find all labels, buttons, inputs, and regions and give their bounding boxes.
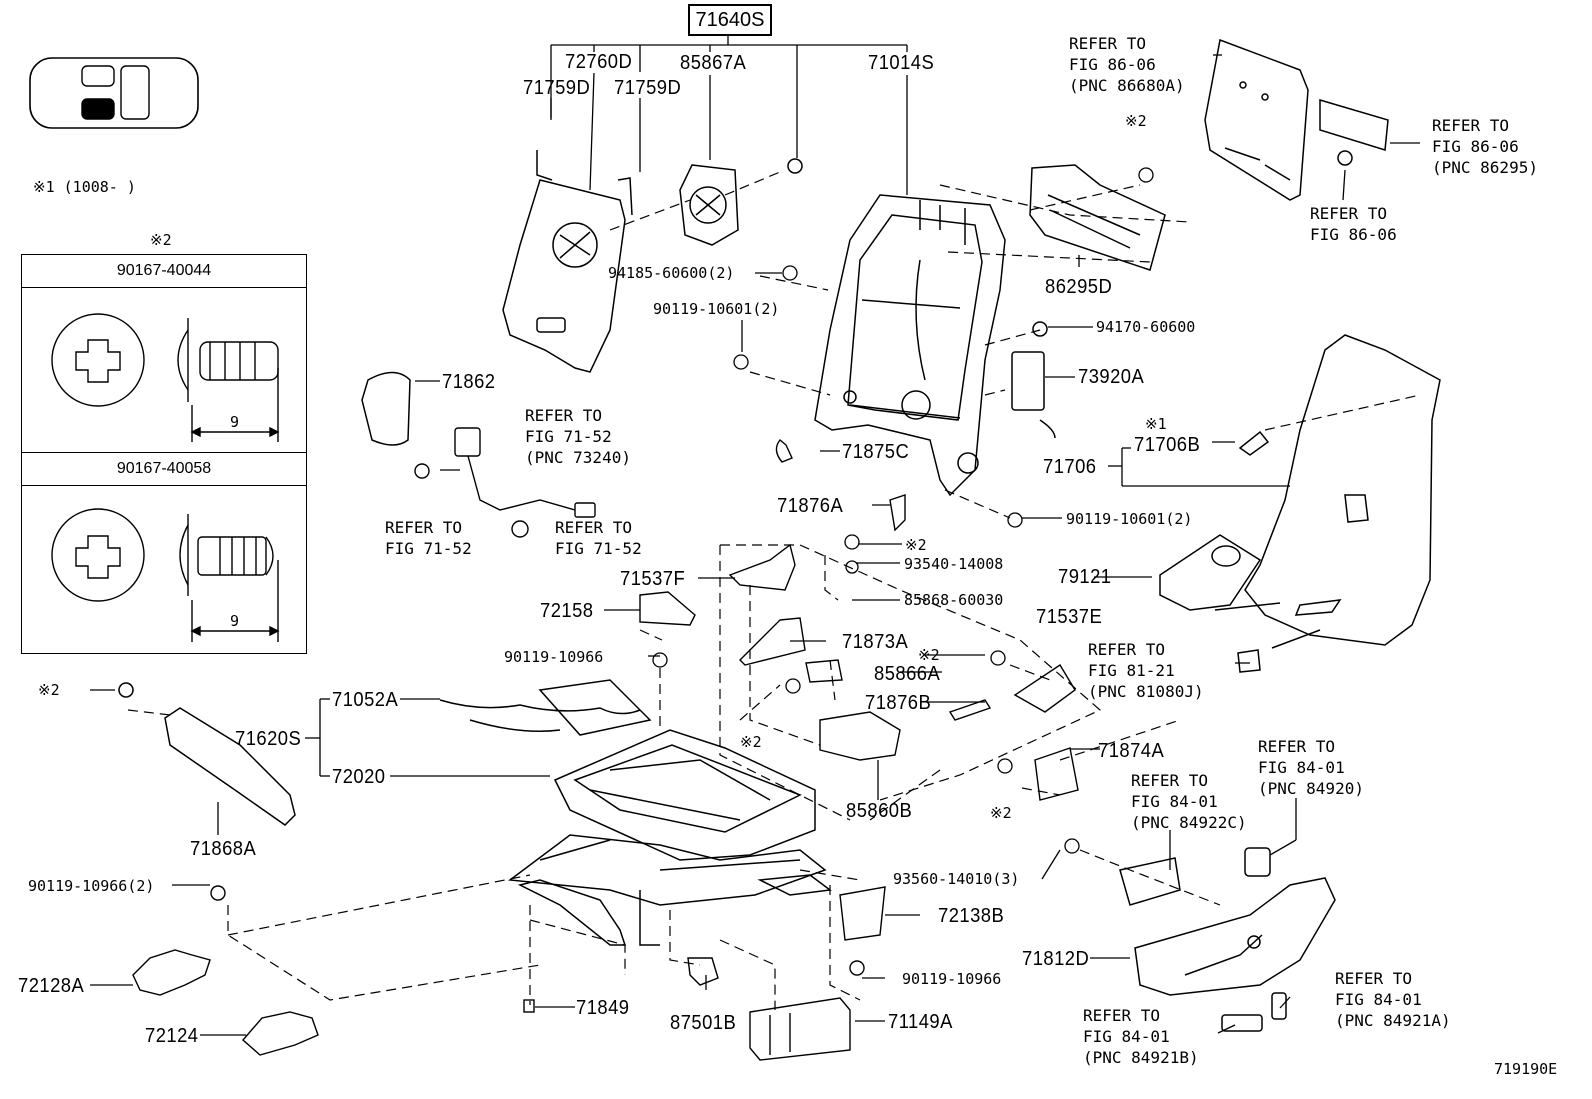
refer-fig-71-52-left[interactable]: REFER TO FIG 71-52 xyxy=(385,518,472,558)
assembly-part-number[interactable]: 71640S xyxy=(688,4,772,36)
seat-position-icon xyxy=(29,57,199,129)
table-part-1[interactable]: 90167-40044 xyxy=(22,255,306,288)
refer-84921A[interactable]: REFER TO FIG 84-01 (PNC 84921A) xyxy=(1335,969,1451,1030)
refer-84920[interactable]: REFER TO FIG 84-01 (PNC 84920) xyxy=(1258,737,1364,798)
mark-x1-a: ※1 xyxy=(1145,415,1167,433)
refer-84921B[interactable]: REFER TO FIG 84-01 (PNC 84921B) xyxy=(1083,1006,1199,1067)
label-71875C[interactable]: 71875C xyxy=(842,441,910,463)
label-71706B[interactable]: 71706B xyxy=(1134,434,1201,456)
back-board-86680A xyxy=(1204,38,1389,201)
dim-label-2: 9 xyxy=(230,612,240,630)
leader-lines xyxy=(90,34,1420,1036)
label-71876A[interactable]: 71876A xyxy=(777,495,844,517)
label-85868-60030[interactable]: 85868-60030 xyxy=(904,591,1004,609)
seat-cushion-frame xyxy=(439,679,816,861)
label-94185-60600[interactable]: 94185-60600(2) xyxy=(608,264,735,282)
refer-fig-71-52-right[interactable]: REFER TO FIG 71-52 xyxy=(555,518,642,558)
label-85860B[interactable]: 85860B xyxy=(846,800,913,822)
fastener-table-drawings xyxy=(51,313,280,642)
table-part-2[interactable]: 90167-40058 xyxy=(22,453,306,486)
bracket-parts xyxy=(639,439,1079,941)
table-mark: ※2 xyxy=(150,231,172,249)
mark-x2-d: ※2 xyxy=(740,733,762,751)
label-71812D[interactable]: 71812D xyxy=(1022,948,1090,970)
label-71873A[interactable]: 71873A xyxy=(842,631,909,653)
label-71052A[interactable]: 71052A xyxy=(332,689,399,711)
belt-buckle xyxy=(414,427,596,538)
label-85867A[interactable]: 85867A xyxy=(680,52,747,74)
catalog-code: 719190E xyxy=(1494,1060,1558,1078)
label-71706[interactable]: 71706 xyxy=(1043,456,1097,478)
mark-x2-a: ※2 xyxy=(1125,112,1147,130)
label-72128A[interactable]: 72128A xyxy=(18,975,85,997)
mark-x2-e: ※2 xyxy=(990,804,1012,822)
fan-unit xyxy=(679,158,803,246)
label-71537F[interactable]: 71537F xyxy=(620,568,686,590)
label-90119-10601-b[interactable]: 90119-10601(2) xyxy=(1066,510,1193,528)
label-72158[interactable]: 72158 xyxy=(540,600,594,622)
label-71149A[interactable]: 71149A xyxy=(888,1011,953,1033)
label-93560-14010[interactable]: 93560-14010(3) xyxy=(893,870,1020,888)
label-71620S[interactable]: 71620S xyxy=(235,728,302,750)
refer-fig-86-06[interactable]: REFER TO FIG 86-06 xyxy=(1310,204,1397,244)
label-73920A[interactable]: 73920A xyxy=(1078,366,1145,388)
label-72124[interactable]: 72124 xyxy=(145,1025,199,1047)
label-86295D[interactable]: 86295D xyxy=(1045,276,1113,298)
label-85866A[interactable]: 85866A xyxy=(874,663,941,685)
label-90119-10966-a[interactable]: 90119-10966 xyxy=(504,648,604,666)
note-x1: ※1 (1008- ) xyxy=(33,178,136,196)
label-71014S[interactable]: 71014S xyxy=(868,52,935,74)
seat-adjuster xyxy=(508,834,832,946)
refer-86295[interactable]: REFER TO FIG 86-06 (PNC 86295) xyxy=(1432,116,1538,177)
module-73920A xyxy=(1011,321,1056,439)
seatback-frame xyxy=(814,194,1006,497)
label-87501B[interactable]: 87501B xyxy=(670,1012,737,1034)
label-71862[interactable]: 71862 xyxy=(442,371,496,393)
label-93540-14008[interactable]: 93540-14008 xyxy=(904,555,1004,573)
label-90119-10601-a[interactable]: 90119-10601(2) xyxy=(653,300,780,318)
label-72020[interactable]: 72020 xyxy=(332,766,386,788)
label-71868A[interactable]: 71868A xyxy=(190,838,257,860)
dashed-lines xyxy=(127,171,1421,1010)
label-94170-60600[interactable]: 94170-60600 xyxy=(1096,318,1196,336)
label-71874A[interactable]: 71874A xyxy=(1098,740,1165,762)
panel-86295D xyxy=(1029,164,1166,271)
label-90119-10966-b[interactable]: 90119-10966(2) xyxy=(28,877,155,895)
part-79121 xyxy=(1159,534,1262,611)
dim-label-1: 9 xyxy=(230,413,240,431)
mark-x2-b: ※2 xyxy=(905,536,927,554)
side-cover-parts xyxy=(1119,602,1336,1032)
refer-86680A[interactable]: REFER TO FIG 86-06 (PNC 86680A) xyxy=(1069,34,1185,95)
fasteners xyxy=(652,167,1154,854)
part-71862 xyxy=(361,371,411,446)
label-71537E[interactable]: 71537E xyxy=(1036,606,1103,628)
part-71868A xyxy=(118,682,296,826)
small-parts xyxy=(132,885,865,1061)
label-90119-10966-c[interactable]: 90119-10966 xyxy=(902,970,1002,988)
refer-81080J[interactable]: REFER TO FIG 81-21 (PNC 81080J) xyxy=(1088,640,1204,701)
label-71759D-left[interactable]: 71759D xyxy=(523,77,591,99)
label-71759D-right[interactable]: 71759D xyxy=(614,77,682,99)
mark-x2-c: ※2 xyxy=(918,646,940,664)
label-72760D[interactable]: 72760D xyxy=(565,51,633,73)
refer-84922C[interactable]: REFER TO FIG 84-01 (PNC 84922C) xyxy=(1131,771,1247,832)
label-71849[interactable]: 71849 xyxy=(576,997,630,1019)
seatback-cover xyxy=(1238,334,1441,646)
fastener-table: ※2 90167-40044 90167-40058 9 9 xyxy=(21,231,307,654)
label-71876B[interactable]: 71876B xyxy=(865,692,932,714)
mark-x2-f: ※2 xyxy=(38,681,60,699)
back-board xyxy=(502,150,633,373)
refer-73240[interactable]: REFER TO FIG 71-52 (PNC 73240) xyxy=(525,406,631,467)
label-79121[interactable]: 79121 xyxy=(1058,566,1112,588)
table-row-1 xyxy=(22,288,306,453)
label-72138B[interactable]: 72138B xyxy=(938,905,1005,927)
